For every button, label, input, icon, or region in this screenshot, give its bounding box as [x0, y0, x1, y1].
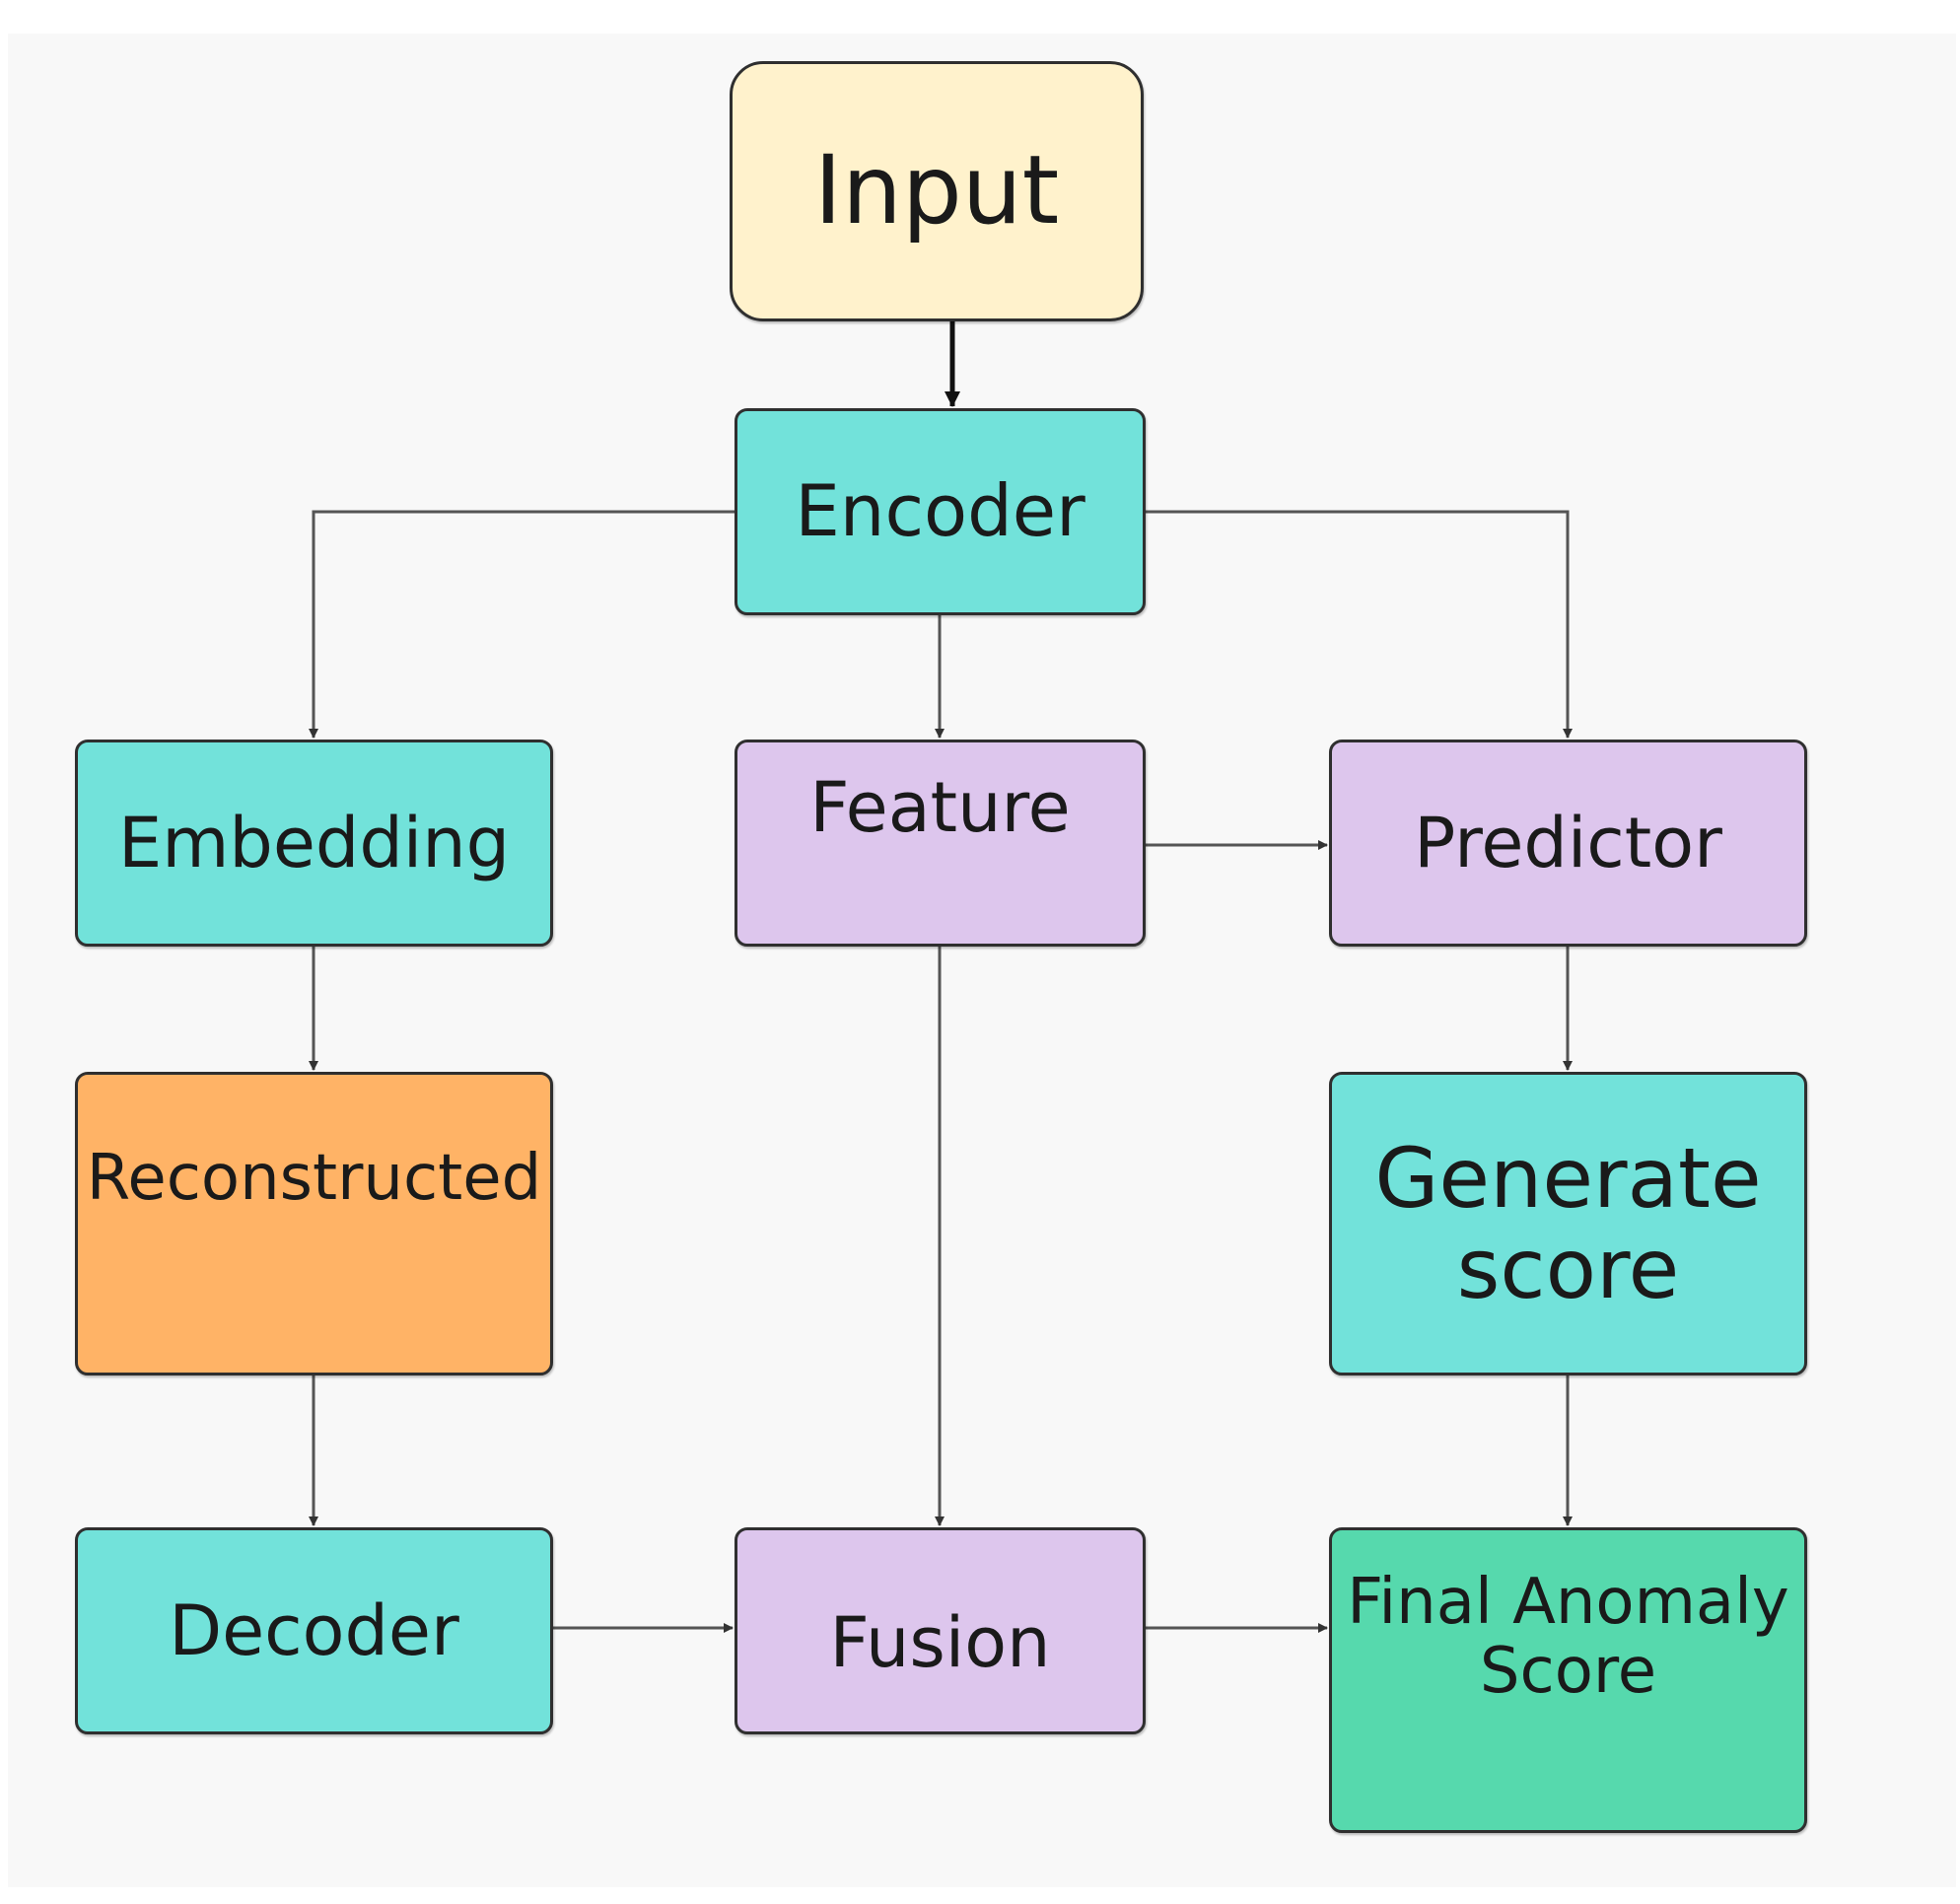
input-node: Input	[730, 61, 1144, 321]
final-anomaly-score-node: Final Anomaly Score	[1329, 1527, 1807, 1833]
encoder-node: Encoder	[735, 408, 1146, 615]
input-label: Input	[813, 135, 1060, 247]
generate-score-text: Generate score	[1374, 1129, 1762, 1317]
decoder-node: Decoder	[75, 1527, 553, 1734]
final-score-text: Final Anomaly Score	[1347, 1568, 1789, 1707]
generate-label-line2: score	[1456, 1221, 1680, 1317]
edge-encoder-embedding	[309, 510, 735, 739]
edge-encoder-predictor	[1146, 510, 1573, 739]
generate-score-node: Generate score	[1329, 1072, 1807, 1375]
reconstructed-label: Reconstructed	[86, 1142, 542, 1215]
fusion-node: Fusion	[735, 1527, 1146, 1734]
fusion-label: Fusion	[829, 1601, 1051, 1683]
predictor-label: Predictor	[1414, 802, 1722, 883]
final-label-line1: Final Anomaly	[1347, 1566, 1789, 1639]
reconstructed-node: Reconstructed	[75, 1072, 553, 1375]
feature-node: Feature	[735, 740, 1146, 947]
embedding-node: Embedding	[75, 740, 553, 947]
embedding-label: Embedding	[117, 802, 511, 883]
decoder-label: Decoder	[169, 1589, 459, 1671]
final-label-line2: Score	[1479, 1635, 1657, 1709]
feature-label: Feature	[809, 767, 1071, 848]
generate-label-line1: Generate	[1374, 1129, 1762, 1227]
predictor-node: Predictor	[1329, 740, 1807, 947]
encoder-label: Encoder	[795, 469, 1085, 553]
